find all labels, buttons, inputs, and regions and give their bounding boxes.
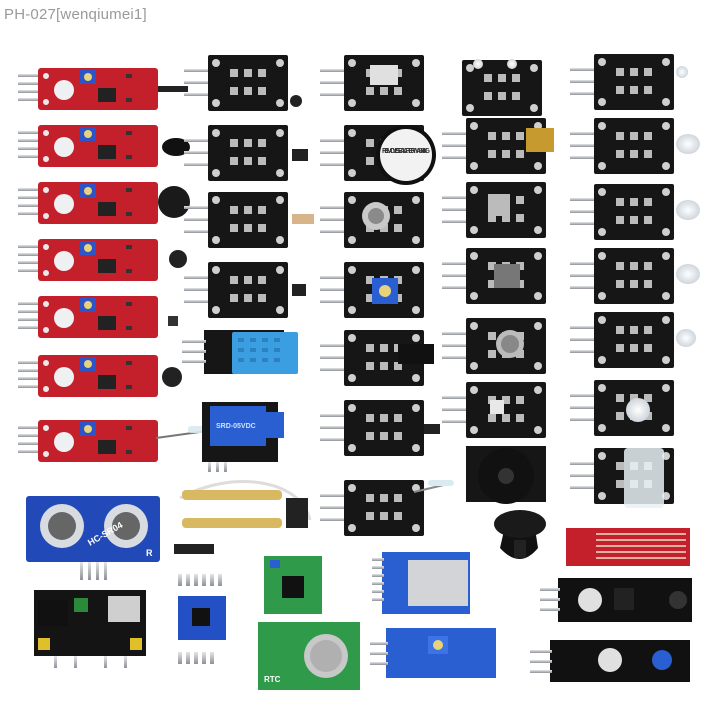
black-module-column-5 <box>570 54 700 508</box>
buzzer-sticker-text: REMOVE SEAL AFTER WASHING <box>382 148 431 155</box>
ultrasonic-sensor: HC-SR04 R <box>26 496 160 580</box>
buzzer-module: REMOVE SEAL AFTER WASHING <box>320 125 436 185</box>
blue-sensor-module <box>370 628 496 678</box>
rtc-module: RTC <box>258 622 360 690</box>
joystick <box>494 510 546 559</box>
black-module-column-4 <box>442 59 554 504</box>
rtc-label: RTC <box>264 675 281 684</box>
watermark-text: PH-027[wenqiumei1] <box>4 6 147 23</box>
reed-switch-module <box>320 480 454 536</box>
black-module-column-3: REMOVE SEAL AFTER WASHING <box>320 55 454 536</box>
ir-tracking-module-2 <box>530 640 690 682</box>
water-level-sensor <box>566 528 690 566</box>
breadboard-power-module <box>34 590 146 668</box>
dc-dc-converter <box>264 556 322 614</box>
active-buzzer <box>466 446 546 504</box>
black-module-column-2: SRD-05VDC <box>182 55 314 472</box>
svg-text:SRD-05VDC: SRD-05VDC <box>216 423 256 430</box>
pin-r-label: R <box>146 548 153 558</box>
relay-module: SRD-05VDC <box>202 402 284 472</box>
imu-module <box>178 574 226 664</box>
dht11-module <box>182 330 298 374</box>
ir-tracking-module-1 <box>540 578 692 622</box>
red-module-column <box>18 68 216 462</box>
sd-card-module <box>372 552 470 614</box>
soil-moisture-probe <box>174 480 312 554</box>
